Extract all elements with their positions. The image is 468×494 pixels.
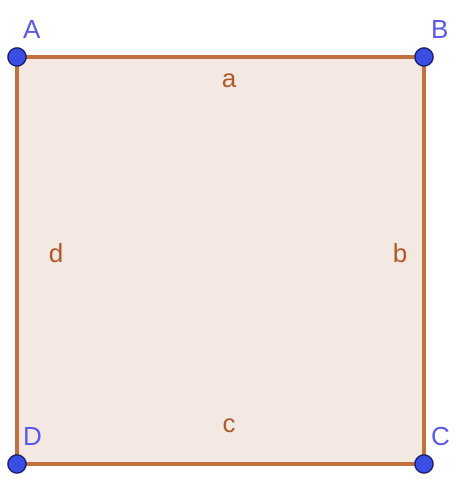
vertex-c-point — [414, 454, 434, 474]
vertex-label-a: A — [23, 14, 41, 44]
edge-label-a: a — [222, 63, 237, 93]
vertex-label-c: C — [431, 421, 450, 451]
vertex-a-point — [7, 47, 27, 67]
edge-label-d: d — [49, 238, 63, 268]
vertex-label-d: D — [23, 421, 42, 451]
vertex-d-point — [7, 454, 27, 474]
edge-label-b: b — [393, 238, 407, 268]
vertex-label-b: B — [431, 14, 448, 44]
vertex-b-point — [414, 47, 434, 67]
square-fill — [17, 57, 424, 464]
edge-label-c: c — [223, 408, 236, 438]
